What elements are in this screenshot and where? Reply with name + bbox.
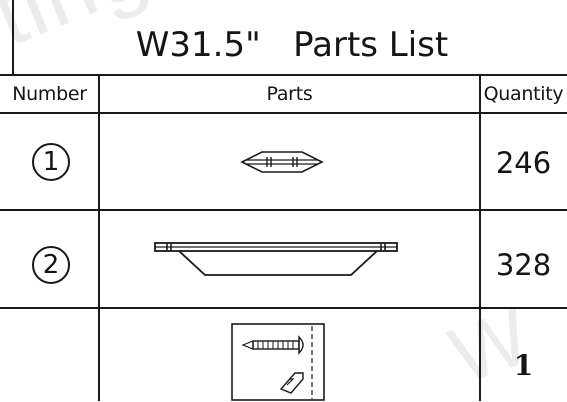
table-divider [0, 307, 567, 309]
column-header-quantity: Quantity [483, 83, 564, 105]
row-number-badge: 1 [32, 143, 70, 181]
table-border [12, 0, 14, 74]
screw-and-hook-packet-icon [231, 323, 325, 401]
table-divider [0, 209, 567, 211]
trapezoid-bracket-icon [154, 242, 398, 276]
table-divider [0, 112, 567, 114]
column-header-parts: Parts [266, 83, 313, 105]
column-divider [98, 74, 100, 401]
page-title: W31.5" Parts List [135, 25, 449, 65]
diamond-connector-icon [240, 151, 324, 173]
table-divider [0, 74, 567, 76]
row-quantity: 1 [513, 349, 534, 382]
column-header-number: Number [12, 83, 87, 105]
row-quantity: 246 [495, 146, 552, 180]
row-number-badge: 2 [32, 246, 70, 284]
column-divider [479, 74, 481, 401]
row-quantity: 328 [495, 248, 552, 282]
